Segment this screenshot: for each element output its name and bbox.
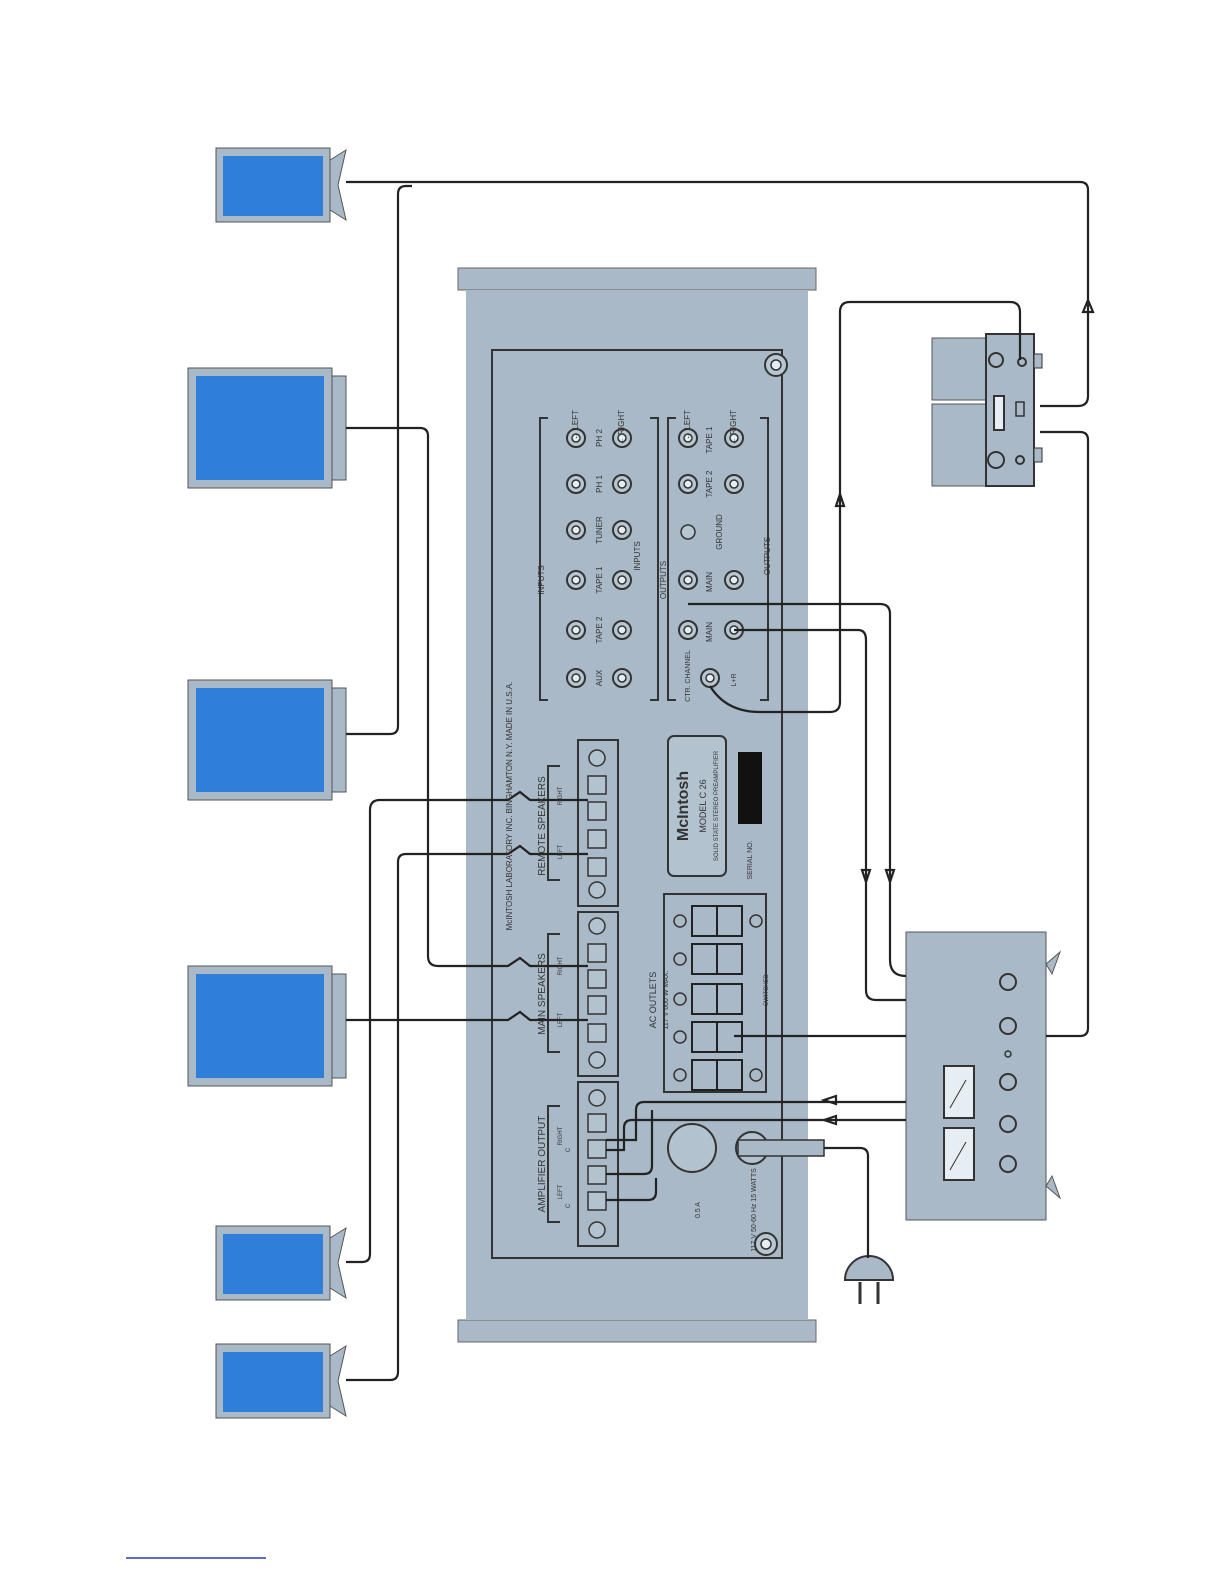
input-label-tuner: TUNER	[595, 516, 604, 544]
jack[interactable]	[612, 620, 632, 640]
tape-deck	[931, 333, 1043, 487]
output-label-main-2: MAIN	[705, 572, 714, 592]
speaker-5	[215, 1225, 347, 1301]
level-meter	[943, 1065, 975, 1119]
jack[interactable]	[566, 620, 586, 640]
outputs-jack-block	[667, 417, 769, 701]
manufacturer-line: McINTOSH LABORATORY INC. BINGHAMTON N.Y.…	[505, 682, 514, 931]
jack[interactable]	[680, 524, 696, 540]
jack[interactable]	[566, 520, 586, 540]
amp-c-label-2: C	[566, 1147, 572, 1152]
speaker-2	[187, 367, 347, 489]
amplifier-output-label: AMPLIFIER OUTPUT	[537, 1116, 548, 1213]
amp-right-label: RIGHT	[558, 1126, 564, 1145]
inputs-jack-block	[539, 417, 659, 701]
ac-rating-label: 117 V 600 W MAX.	[663, 970, 670, 1029]
output-label-main: MAIN	[705, 622, 714, 642]
ac-outlet[interactable]	[673, 943, 743, 975]
serial-label: SERIAL NO.	[747, 840, 754, 879]
main-right-label: RIGHT	[558, 956, 564, 975]
amplifier-output-terminals	[577, 1081, 619, 1247]
level-meter	[943, 1127, 975, 1181]
model-description: SOLID STATE STEREO PREAMPLIFIER	[714, 750, 720, 861]
amp-c-label: C	[566, 1203, 572, 1208]
terminal-brackets	[547, 765, 560, 1223]
output-label-ctr: CTR. CHANNEL	[685, 650, 692, 702]
output-label-ground: GROUND	[715, 514, 724, 550]
jack[interactable]	[612, 570, 632, 590]
jack[interactable]	[612, 668, 632, 688]
ac-outlet[interactable]	[673, 983, 743, 1015]
inputs-right-arrow: ← RIGHT	[617, 410, 626, 445]
outputs-left-arrow: ← LEFT	[683, 410, 692, 440]
jack[interactable]	[678, 474, 698, 494]
output-label-ctr-sub: L+R	[731, 673, 738, 686]
jack[interactable]	[724, 474, 744, 494]
inputs-left-arrow: ← LEFT	[571, 410, 580, 440]
remote-speaker-terminals	[577, 739, 619, 907]
jack[interactable]	[724, 570, 744, 590]
model-plate	[667, 735, 762, 877]
jack[interactable]	[566, 668, 586, 688]
jack[interactable]	[566, 474, 586, 494]
outputs-right-arrow: ← RIGHT	[729, 410, 738, 445]
panel-labels: McINTOSH LABORATORY INC. BINGHAMTON N.Y.…	[505, 410, 772, 1252]
remote-left-label: LEFT	[558, 844, 564, 859]
input-label-ph2: PH 2	[595, 429, 604, 447]
ac-outlet[interactable]	[673, 905, 763, 937]
fuse-label: 0.5 A	[695, 1202, 702, 1218]
output-label-tape2: TAPE 2	[705, 470, 714, 498]
power-amplifier	[905, 931, 1062, 1221]
power-plug-icon	[843, 1255, 895, 1304]
main-speaker-terminals	[577, 911, 619, 1077]
main-left-label: LEFT	[558, 1012, 564, 1027]
remote-right-label: RIGHT	[558, 786, 564, 805]
input-label-ph1: PH 1	[595, 475, 604, 493]
fuse-holder[interactable]	[667, 1123, 717, 1173]
ac-outlets-label: AC OUTLETS	[648, 972, 658, 1029]
wiring	[346, 180, 1095, 1382]
jack[interactable]	[700, 668, 720, 688]
jack[interactable]	[566, 428, 586, 448]
outputs-header: OUTPUTS	[659, 561, 668, 599]
output-label-tape1: TAPE 1	[705, 426, 714, 454]
switched-label: SWITCHED	[764, 973, 770, 1006]
input-label-tape1: TAPE 1	[595, 566, 604, 594]
jack[interactable]	[566, 570, 586, 590]
jack[interactable]	[678, 428, 698, 448]
remote-speakers-label: REMOTE SPEAKERS	[537, 776, 548, 876]
jack[interactable]	[678, 570, 698, 590]
jack[interactable]	[678, 620, 698, 640]
input-label-tape2: TAPE 2	[595, 616, 604, 644]
power-rating-label: 117 V 50-60 Hz 15 WATTS	[751, 1168, 758, 1252]
main-speakers-label: MAIN SPEAKERS	[537, 953, 548, 1035]
inputs-header: INPUTS	[537, 565, 546, 594]
jack[interactable]	[724, 428, 744, 448]
speaker-4	[187, 965, 347, 1087]
ac-outlets	[663, 893, 767, 1093]
inputs-header-2: INPUTS	[633, 541, 642, 570]
jack[interactable]	[612, 474, 632, 494]
brand-logo: McIntosh	[675, 771, 692, 841]
speaker-3	[187, 679, 347, 801]
amp-left-label: LEFT	[558, 1184, 564, 1199]
speaker-1	[215, 147, 347, 223]
input-label-aux: AUX	[595, 669, 604, 686]
jack[interactable]	[612, 428, 632, 448]
model-number: MODEL C 26	[698, 779, 708, 832]
speaker-6	[215, 1343, 347, 1419]
ac-outlet[interactable]	[673, 1059, 763, 1091]
outputs-header-2: OUTPUTS	[763, 537, 772, 575]
jack[interactable]	[612, 520, 632, 540]
